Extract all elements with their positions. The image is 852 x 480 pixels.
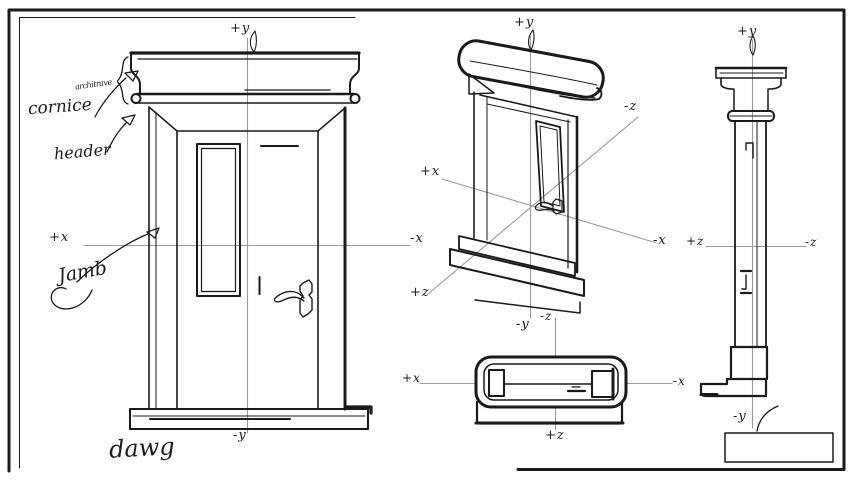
plan-axis-minus-x: -x xyxy=(673,374,686,388)
plan-view xyxy=(474,355,628,425)
header-arrow xyxy=(106,122,127,153)
side-axis-minus-y: -y xyxy=(733,409,747,424)
plan-left-jamb xyxy=(488,369,505,397)
front-axis-plus-x: +x xyxy=(49,230,70,245)
iso-axis-plus-z: +z xyxy=(410,285,430,300)
annotation-marks xyxy=(50,56,160,310)
jamb-arrowhead xyxy=(146,227,160,239)
side-base xyxy=(699,345,769,398)
iso-axis-plus-y: +y xyxy=(514,15,535,30)
plan-cornice-inner xyxy=(483,363,619,401)
side-view xyxy=(699,35,834,463)
isometric-view xyxy=(449,29,605,314)
door-panel xyxy=(196,143,241,297)
title-box xyxy=(724,432,834,463)
header-arrowhead xyxy=(121,114,136,126)
side-axis-plus-y: +y xyxy=(737,24,758,39)
iso-door-handle xyxy=(534,198,563,215)
cornice-cap xyxy=(129,51,361,104)
iso-door-body xyxy=(473,91,579,274)
door-handle xyxy=(273,279,313,318)
plan-base xyxy=(474,400,625,425)
y-axis-flourish xyxy=(749,35,756,56)
cornice-arrow xyxy=(94,77,127,118)
y-axis-flourish xyxy=(528,29,535,51)
side-axis-minus-z: -z xyxy=(805,235,818,249)
cornice-arrowhead xyxy=(124,70,139,82)
front-axis-plus-y: +y xyxy=(230,21,251,36)
sheet-border xyxy=(7,8,846,473)
margin-line xyxy=(19,17,356,469)
iso-base xyxy=(449,235,585,314)
iso-cap-molding xyxy=(559,87,603,101)
side-door-edge xyxy=(734,120,767,348)
jamb-arrow xyxy=(76,233,149,283)
side-hinge-mark xyxy=(745,142,754,159)
iso-door-panel xyxy=(535,120,565,213)
neg-y-flourish xyxy=(756,405,779,432)
front-view xyxy=(129,30,373,430)
iso-x-axis xyxy=(441,178,656,244)
cornice-label: cornice xyxy=(27,94,93,120)
plan-axis-minus-z: -z xyxy=(540,309,553,323)
side-cornice-cap xyxy=(714,66,788,122)
plan-axis-plus-z: +z xyxy=(545,428,565,443)
y-axis-flourish xyxy=(249,30,257,53)
front-axis-minus-x: -x xyxy=(410,231,424,246)
iso-cornice-return xyxy=(468,73,495,95)
side-axis-plus-z: +z xyxy=(686,234,705,248)
front-axis-minus-y: -y xyxy=(233,428,247,443)
iso-axis-minus-y: -y xyxy=(516,317,530,332)
plan-axis-plus-x: +x xyxy=(402,371,421,385)
iso-z-axis xyxy=(427,116,639,295)
iso-axis-minus-x: -x xyxy=(653,233,667,248)
iso-cornice-cap xyxy=(457,39,605,99)
plan-cornice-outline xyxy=(474,355,628,409)
curly-brace xyxy=(116,56,129,105)
door-frame xyxy=(148,106,347,411)
iso-axis-minus-z: -z xyxy=(624,99,638,114)
signature: dawg xyxy=(108,432,176,464)
iso-axis-plus-x: +x xyxy=(420,164,441,179)
jamb-flourish xyxy=(50,287,93,310)
base-sill xyxy=(129,405,373,430)
